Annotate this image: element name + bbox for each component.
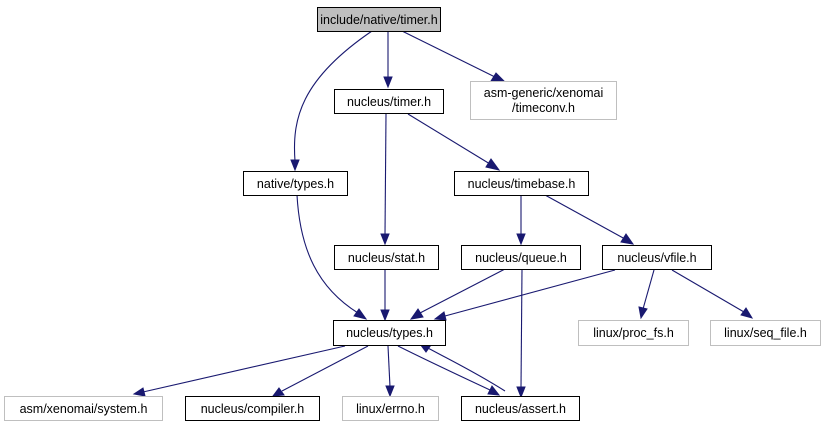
node-asm-generic-xenomai-timeconv-h: asm-generic/xenomai /timeconv.h xyxy=(470,81,617,120)
edge-root-to-timeconv xyxy=(401,30,496,78)
node-label: nucleus/types.h xyxy=(346,326,433,340)
node-label: nucleus/vfile.h xyxy=(617,251,696,265)
node-label: nucleus/compiler.h xyxy=(201,402,305,416)
arrowhead-stat-to-types xyxy=(380,309,390,322)
arrowhead-vfile-to-types xyxy=(433,311,447,321)
node-nucleus-timer-h[interactable]: nucleus/timer.h xyxy=(334,89,444,114)
node-label-line1: asm-generic/xenomai xyxy=(484,86,604,100)
arrowhead-nucleus-timer xyxy=(383,76,393,89)
node-label: nucleus/assert.h xyxy=(475,402,566,416)
arrowhead-errno xyxy=(385,385,395,398)
node-label: nucleus/stat.h xyxy=(348,251,425,265)
node-nucleus-assert-h[interactable]: nucleus/assert.h xyxy=(461,396,580,421)
edge-vfile-to-seq-file xyxy=(671,269,745,313)
arrowhead-queue xyxy=(516,233,526,246)
node-label-line2: /timeconv.h xyxy=(512,101,575,115)
edge-timebase-to-vfile xyxy=(544,194,626,240)
edge-queue-to-assert xyxy=(520,268,523,389)
node-linux-proc-fs-h: linux/proc_fs.h xyxy=(578,320,689,346)
node-label: asm/xenomai/system.h xyxy=(20,402,148,416)
edge-nucleus-types-to-errno xyxy=(387,345,391,388)
edge-native-types-to-nucleus-types xyxy=(296,194,359,314)
node-label: linux/errno.h xyxy=(356,402,425,416)
node-label: linux/proc_fs.h xyxy=(593,326,674,340)
node-nucleus-queue-h[interactable]: nucleus/queue.h xyxy=(461,245,581,270)
edge-nucleus-types-to-compiler xyxy=(281,345,369,392)
node-label: nucleus/timebase.h xyxy=(468,177,576,191)
node-label: nucleus/queue.h xyxy=(475,251,567,265)
edge-nucleus-types-to-system xyxy=(142,345,346,393)
arrowhead-system xyxy=(132,387,146,397)
edge-nucleus-types-to-assert xyxy=(397,345,491,391)
node-label: linux/seq_file.h xyxy=(724,326,807,340)
edge-vfile-to-proc-fs xyxy=(642,269,655,310)
node-nucleus-types-h[interactable]: nucleus/types.h xyxy=(333,320,446,346)
node-label: include/native/timer.h xyxy=(320,13,437,27)
arrowhead-types-to-assert xyxy=(487,385,501,396)
node-linux-errno-h: linux/errno.h xyxy=(342,396,439,421)
arrowhead-proc-fs xyxy=(638,306,648,320)
arrowhead-stat xyxy=(380,233,390,246)
arrowhead-native-types xyxy=(290,159,300,172)
node-linux-seq-file-h: linux/seq_file.h xyxy=(710,320,821,346)
arrowhead-timebase xyxy=(485,158,501,171)
node-label: nucleus/timer.h xyxy=(347,95,431,109)
node-native-types-h[interactable]: native/types.h xyxy=(243,171,348,196)
edge-queue-to-nucleus-types xyxy=(419,268,506,314)
node-nucleus-vfile-h[interactable]: nucleus/vfile.h xyxy=(602,245,712,270)
node-label: native/types.h xyxy=(257,177,334,191)
node-nucleus-stat-h[interactable]: nucleus/stat.h xyxy=(334,245,439,270)
node-asm-xenomai-system-h: asm/xenomai/system.h xyxy=(4,396,163,421)
arrowhead-queue-to-assert xyxy=(516,386,526,399)
edge-root-to-native-types xyxy=(293,30,373,162)
edge-nucleus-timer-to-stat xyxy=(384,113,387,236)
edge-assert-to-nucleus-types xyxy=(427,347,506,392)
node-nucleus-timebase-h[interactable]: nucleus/timebase.h xyxy=(454,171,589,196)
arrowhead-timeconv xyxy=(490,72,507,83)
node-include-native-timer-h[interactable]: include/native/timer.h xyxy=(317,7,441,32)
edge-vfile-to-nucleus-types xyxy=(444,269,616,317)
arrowhead-vfile xyxy=(620,233,635,245)
arrowhead-queue-to-types xyxy=(409,308,424,320)
arrowhead-native-to-types xyxy=(353,308,368,320)
edge-nucleus-timer-to-timebase xyxy=(407,113,491,165)
arrowhead-seq-file xyxy=(740,307,754,319)
arrowhead-compiler xyxy=(271,387,285,397)
node-nucleus-compiler-h[interactable]: nucleus/compiler.h xyxy=(185,396,320,421)
